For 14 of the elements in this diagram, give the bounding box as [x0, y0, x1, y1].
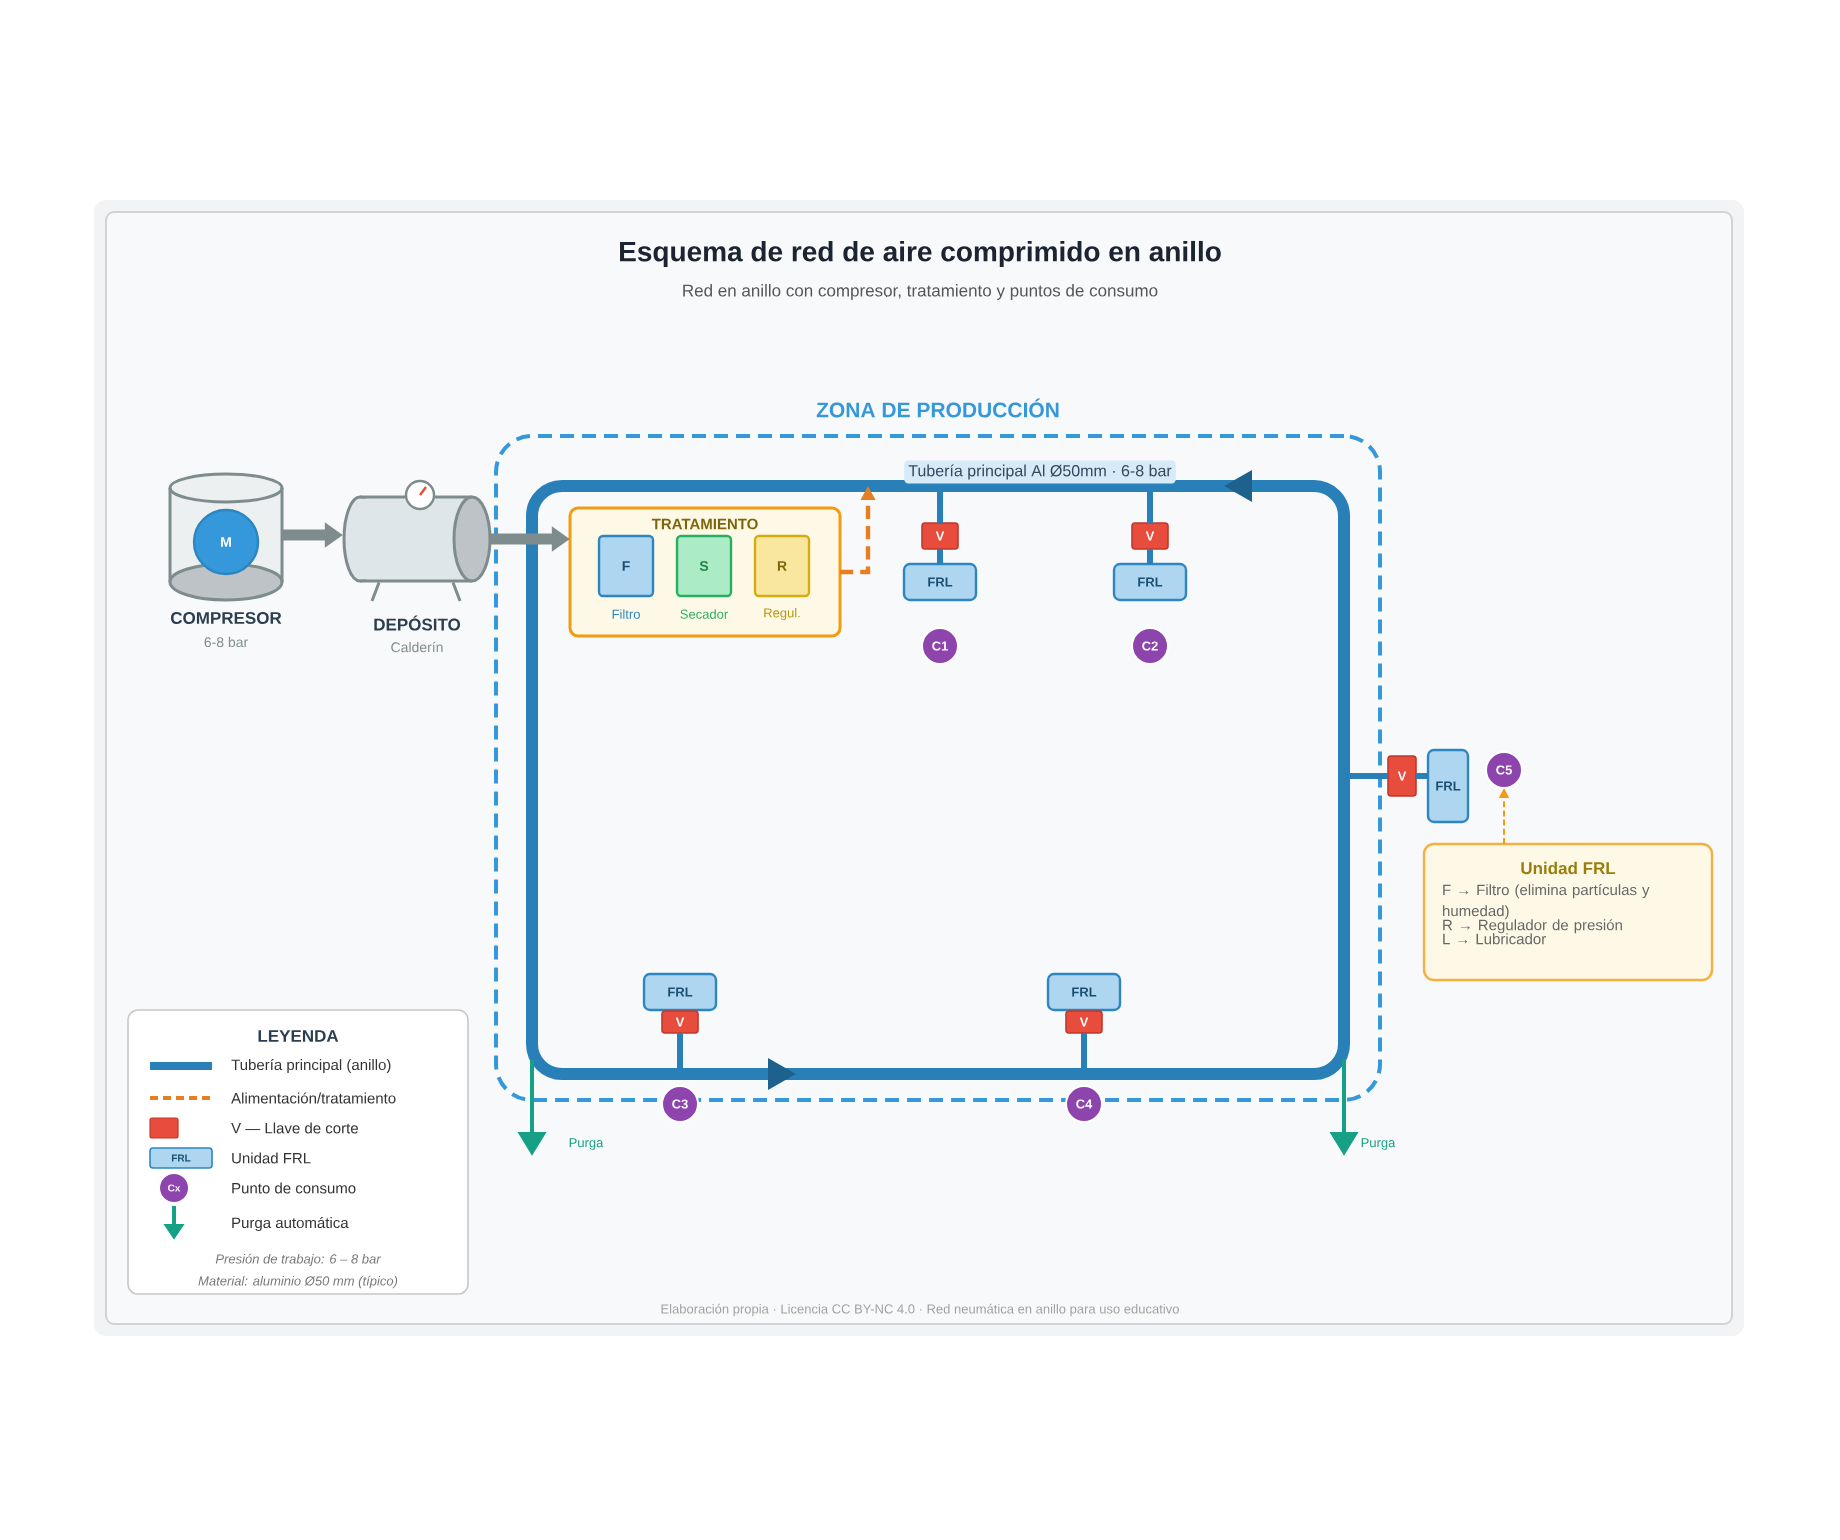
zone-heading: ZONA DE PRODUCCIÓN — [816, 398, 1059, 418]
pipe-label: Tubería principal Al Ø50mm · 6-8 bar — [904, 460, 1176, 484]
branch-pipe — [1147, 486, 1153, 523]
branch-pipe — [1344, 773, 1388, 779]
component-label: COMPRESOR — [171, 612, 282, 624]
branch-pipe — [1147, 549, 1153, 564]
branch-pipe — [1416, 773, 1428, 779]
component-label: DEPÓSITO — [374, 615, 461, 631]
title: Esquema de red de aire comprimido en anillo — [620, 240, 1221, 268]
subtitle: Red en anillo con compresor, tratamiento y puntos de consumo — [683, 284, 1158, 300]
branch-pipe — [1081, 1033, 1087, 1074]
branch-pipe — [677, 1033, 683, 1074]
branch-pipe — [937, 549, 943, 564]
branch-pipe — [937, 486, 943, 523]
